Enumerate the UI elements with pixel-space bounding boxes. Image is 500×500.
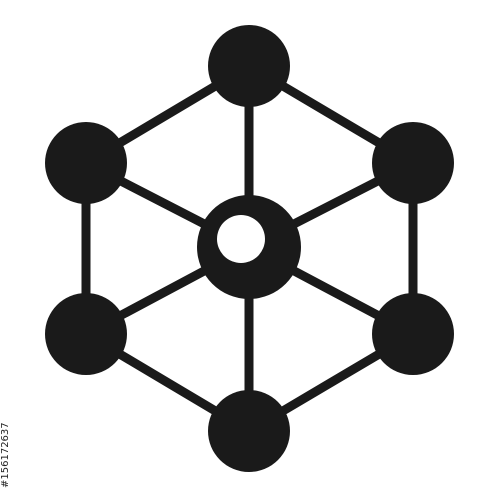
node-center-highlight [217,215,265,263]
node-lower-left [45,293,127,375]
node-lower-right [372,293,454,375]
network-nodes [45,25,454,472]
node-upper-left [45,122,127,204]
node-top [208,25,290,107]
stock-image-id: #156172637 [0,422,11,488]
node-upper-right [372,122,454,204]
node-bottom [208,390,290,472]
